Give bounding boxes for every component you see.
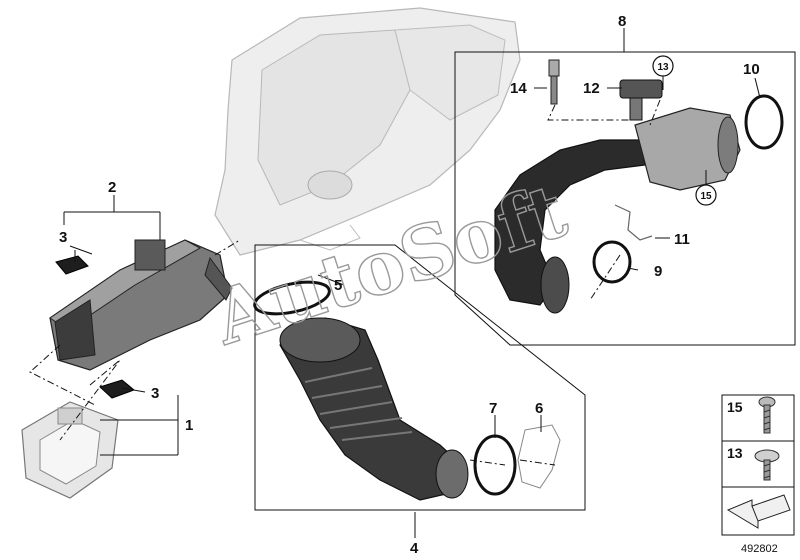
air-filter-housing [214, 7, 521, 256]
callout-12: 12 [583, 80, 600, 97]
o-ring-10-part [744, 94, 784, 150]
callout-3-upper: 3 [59, 229, 67, 246]
group-4-outline [254, 244, 586, 511]
callout-5: 5 [334, 277, 342, 294]
legend-item-13-label: 13 [727, 445, 743, 461]
callout-4: 4 [410, 540, 419, 557]
callout-11: 11 [674, 231, 690, 248]
intake-duct-part [49, 239, 233, 371]
screw-15-icon [758, 396, 776, 434]
callout-1: 1 [185, 417, 193, 434]
view-direction-arrow-icon [726, 494, 791, 529]
callout-9: 9 [654, 263, 662, 280]
charge-air-hose-part [494, 107, 741, 314]
inlet-bracket-part [21, 401, 119, 499]
screw-13-icon [754, 449, 780, 481]
callout-10: 10 [743, 61, 760, 78]
document-number: 492802 [741, 543, 778, 555]
callout-14: 14 [510, 80, 527, 97]
wire-clip-11-part [614, 204, 653, 241]
callout-6: 6 [535, 400, 543, 417]
callout-8: 8 [618, 13, 626, 30]
svg-text:13: 13 [657, 62, 669, 73]
svg-text:15: 15 [700, 191, 712, 202]
spring-clip-6-part [517, 424, 561, 489]
callout-15-circled: 15 [695, 184, 717, 206]
sensor-12-part [619, 79, 663, 121]
sensor-14-part [548, 59, 560, 105]
hose-clamp-5-part [253, 280, 331, 316]
legend-panel: 15 13 [721, 394, 795, 536]
legend-item-15-label: 15 [727, 399, 743, 415]
o-ring-7-part [473, 434, 517, 496]
callout-2: 2 [108, 179, 116, 196]
leader-lines [63, 28, 761, 538]
callout-3-lower: 3 [151, 385, 159, 402]
callout-13-circled: 13 [652, 55, 674, 77]
pad-upper-part [55, 255, 89, 275]
assembly-lines [29, 99, 661, 466]
group-8-outline [454, 51, 796, 346]
o-ring-9-part [592, 240, 632, 284]
bellows-hose-part [279, 317, 469, 501]
callout-7: 7 [489, 400, 497, 417]
